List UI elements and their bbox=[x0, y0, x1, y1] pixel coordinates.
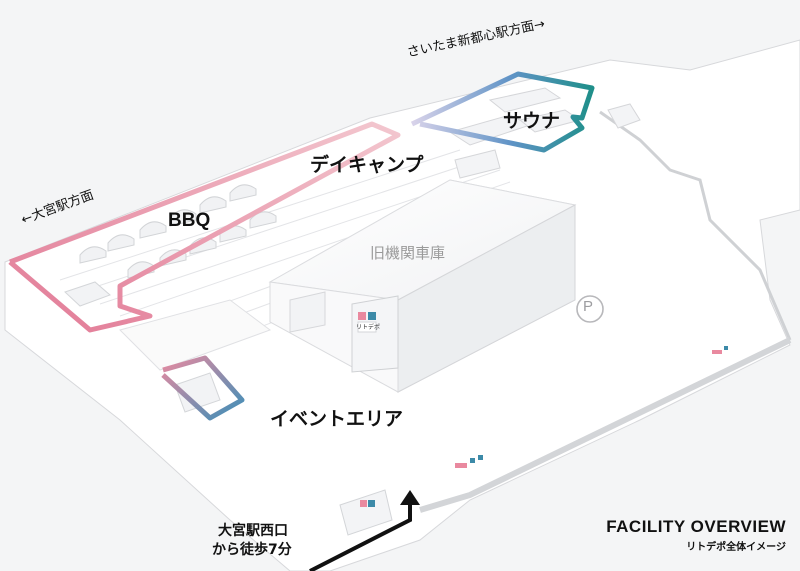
site-boundary-wall bbox=[599, 110, 792, 341]
sauna-area-outline[interactable] bbox=[410, 71, 595, 153]
entrance-gate bbox=[339, 489, 393, 536]
event-area-label: イベントエリア bbox=[270, 408, 404, 430]
event-shed bbox=[174, 372, 221, 413]
bbq-shed bbox=[64, 281, 111, 307]
bbq-label: BBQ bbox=[168, 210, 211, 231]
walk-route-arrow bbox=[309, 490, 420, 571]
sauna-label: サウナ bbox=[503, 110, 561, 132]
event-area-outline[interactable] bbox=[161, 355, 245, 421]
wall-graphics bbox=[455, 346, 728, 468]
daycamp-area-outline[interactable] bbox=[8, 121, 401, 333]
walk-route-line2: から徒歩7分 bbox=[212, 542, 292, 558]
facility-overview-title: FACILITY OVERVIEW bbox=[606, 517, 786, 536]
daycamp-label: デイキャンプ bbox=[310, 154, 424, 176]
parking-marker[interactable] bbox=[576, 295, 604, 323]
site-boundary-wall-lower bbox=[419, 337, 792, 513]
ritodepo-logo-text: リトデポ bbox=[356, 324, 381, 331]
facility-overview-subtitle: リトデポ全体イメージ bbox=[686, 542, 786, 553]
parking-label: P bbox=[583, 298, 594, 315]
walkway bbox=[119, 299, 272, 371]
sauna-buildings bbox=[448, 87, 641, 179]
roundhouse-label: 旧機関車庫 bbox=[370, 244, 446, 262]
title-block: FACILITY OVERVIEW リトデポ全体イメージ bbox=[606, 517, 786, 553]
old-roundhouse-building bbox=[268, 179, 577, 393]
walk-route-line1: 大宮駅西口 bbox=[218, 523, 288, 539]
